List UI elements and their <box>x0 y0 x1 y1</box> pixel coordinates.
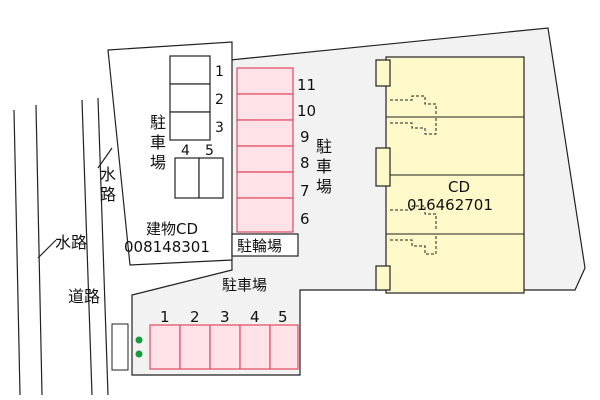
bottom-lot-number: 2 <box>190 308 200 326</box>
waterway-small-label: 水 <box>100 165 116 184</box>
left-lot-title: 場 <box>150 153 166 172</box>
building-entrances <box>375 59 391 291</box>
bottom-lot-number: 1 <box>160 308 170 326</box>
middle-lot-title: 車 <box>316 157 332 176</box>
left-lot-lower-spaces <box>174 157 224 199</box>
building-divisions <box>386 116 524 235</box>
building-cd-label: 建物CD <box>146 220 198 238</box>
middle-lot-title: 場 <box>316 177 332 196</box>
left-lot-number: 3 <box>215 120 224 136</box>
bicycle-number: 8 <box>300 154 310 172</box>
bottom-lot-number: 3 <box>220 308 230 326</box>
middle-lot-title: 駐 <box>316 137 332 156</box>
road-label: 道路 <box>68 287 100 306</box>
left-lot-number: 2 <box>215 92 224 108</box>
road-lines <box>13 97 113 396</box>
left-lot-number: 1 <box>215 64 224 80</box>
waterway-label: 水路 <box>55 233 87 252</box>
unit-cd-value: 016462701 <box>407 196 493 214</box>
bicycle-parking-spaces <box>236 67 294 233</box>
bicycle-parking-label: 駐輪場 <box>237 237 282 255</box>
bottom-lot-number: 5 <box>278 308 288 326</box>
green-dot-icon <box>135 350 143 358</box>
bottom-lot-title: 駐車場 <box>222 276 267 294</box>
left-lot-number: 5 <box>205 143 214 159</box>
bicycle-number: 11 <box>297 76 316 94</box>
left-lot-number: 4 <box>181 143 190 159</box>
bicycle-number: 9 <box>300 128 310 146</box>
left-lot-spaces <box>169 55 211 141</box>
bicycle-number: 10 <box>297 102 316 120</box>
bicycle-number: 6 <box>300 210 310 228</box>
left-lot-title: 駐 <box>150 113 166 132</box>
bottom-lot-spaces <box>149 324 299 370</box>
bottom-lot-number: 4 <box>250 308 260 326</box>
unit-cd-label: CD <box>448 178 470 196</box>
waterway-small-label: 路 <box>100 185 116 204</box>
bicycle-parking-box <box>231 233 299 257</box>
balcony-outlines <box>390 95 437 255</box>
planter-box <box>111 323 129 371</box>
left-lot-title: 車 <box>150 133 166 152</box>
green-dot-icon <box>135 336 143 344</box>
bicycle-number: 7 <box>300 182 310 200</box>
building-cd-value: 008148301 <box>124 238 210 256</box>
